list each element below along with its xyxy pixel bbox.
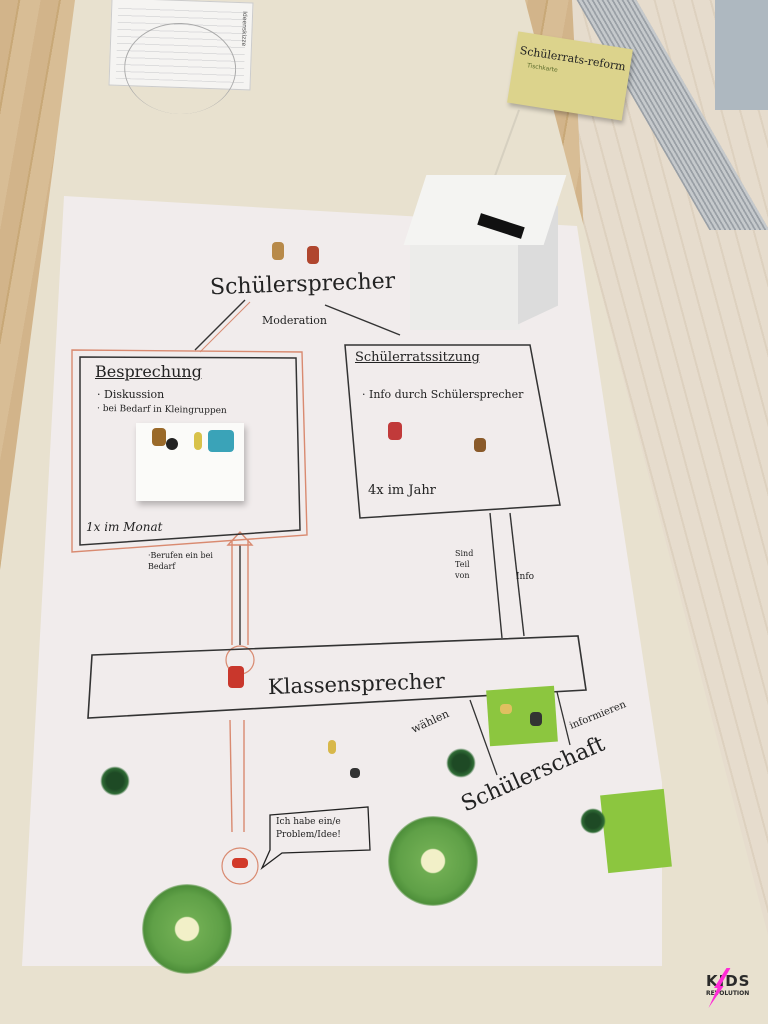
logo-line-2: REVOLUTION: [706, 990, 750, 997]
speech-bubble-text: Ich habe ein/e Problem/Idee!: [276, 817, 341, 840]
figure-lying: [232, 858, 248, 868]
sitzung-frequency: 4x im Jahr: [368, 483, 436, 498]
sitzung-bullet-1: · Info durch Schülersprecher: [362, 388, 524, 401]
figure-standing-2: [350, 768, 360, 778]
arrow-sind-teil-von: [489, 512, 503, 639]
logo-line-1: KIDS: [706, 972, 751, 990]
felt-patch-right: [600, 788, 672, 874]
sitzung-frame: [344, 344, 561, 519]
besprechung-bullet-2-text: bei Bedarf in Kleingruppen: [102, 403, 227, 417]
pompom-green-middle: [388, 816, 478, 906]
sitzung-title: Schülerratssitzung: [355, 350, 480, 365]
figure-wheel: [166, 438, 178, 450]
pompom-dark-left: [100, 766, 130, 796]
figure-standing: [328, 740, 336, 754]
klassensprecher-bar: [87, 635, 587, 719]
figure-top-left: [272, 242, 284, 260]
figure-brown: [152, 428, 166, 446]
up-arrow-head: [226, 530, 254, 546]
felt-patch-grass: [486, 685, 558, 747]
arrow-informieren: [556, 691, 571, 746]
sitzung-bullet-1-text: Info durch Schülersprecher: [369, 388, 524, 401]
figure-small: [474, 438, 486, 452]
highlight-circle-bottom: [221, 847, 259, 885]
besprechung-frame-red: [71, 349, 308, 553]
arrow-to-sitzung: [324, 304, 401, 336]
figure-yellow: [194, 432, 202, 450]
ballot-box-top: [403, 175, 567, 245]
arrow-info: [509, 512, 525, 637]
speech-bubble-outline: [260, 806, 371, 871]
edge-label-info: Info: [516, 572, 535, 582]
pompom-dark-right: [580, 808, 606, 834]
arrow-waehlen: [469, 699, 498, 776]
kids-revolution-logo: KIDS REVOLUTION: [706, 972, 762, 1012]
pompom-dark-middle: [446, 748, 476, 778]
besprechung-bullet-1-text: Diskussion: [104, 388, 165, 401]
figure-sitting: [500, 704, 512, 714]
besprechung-note: ·Berufen ein bei Bedarf: [148, 551, 213, 571]
figure-dark: [530, 712, 542, 726]
edge-label-sind-teil-von: Sind Teil von: [455, 549, 474, 580]
figure-red: [388, 422, 402, 440]
edge-label-moderation: Moderation: [262, 314, 327, 327]
besprechung-bullet-1: · Diskussion: [97, 388, 165, 401]
besprechung-frame: [79, 356, 301, 546]
figure-klassensprecher: [228, 666, 244, 688]
pompom-green-left: [142, 884, 232, 974]
lower-arrow-left: [229, 719, 233, 833]
figure-blue: [208, 430, 234, 452]
arrow-to-besprechung-red: [199, 301, 251, 353]
besprechung-frequency: 1x im Monat: [86, 520, 163, 534]
figure-top-right: [307, 246, 319, 264]
arrow-to-besprechung: [194, 299, 246, 351]
window-frame: [715, 0, 768, 110]
ballot-box: [403, 175, 567, 330]
besprechung-title: Besprechung: [95, 362, 202, 381]
